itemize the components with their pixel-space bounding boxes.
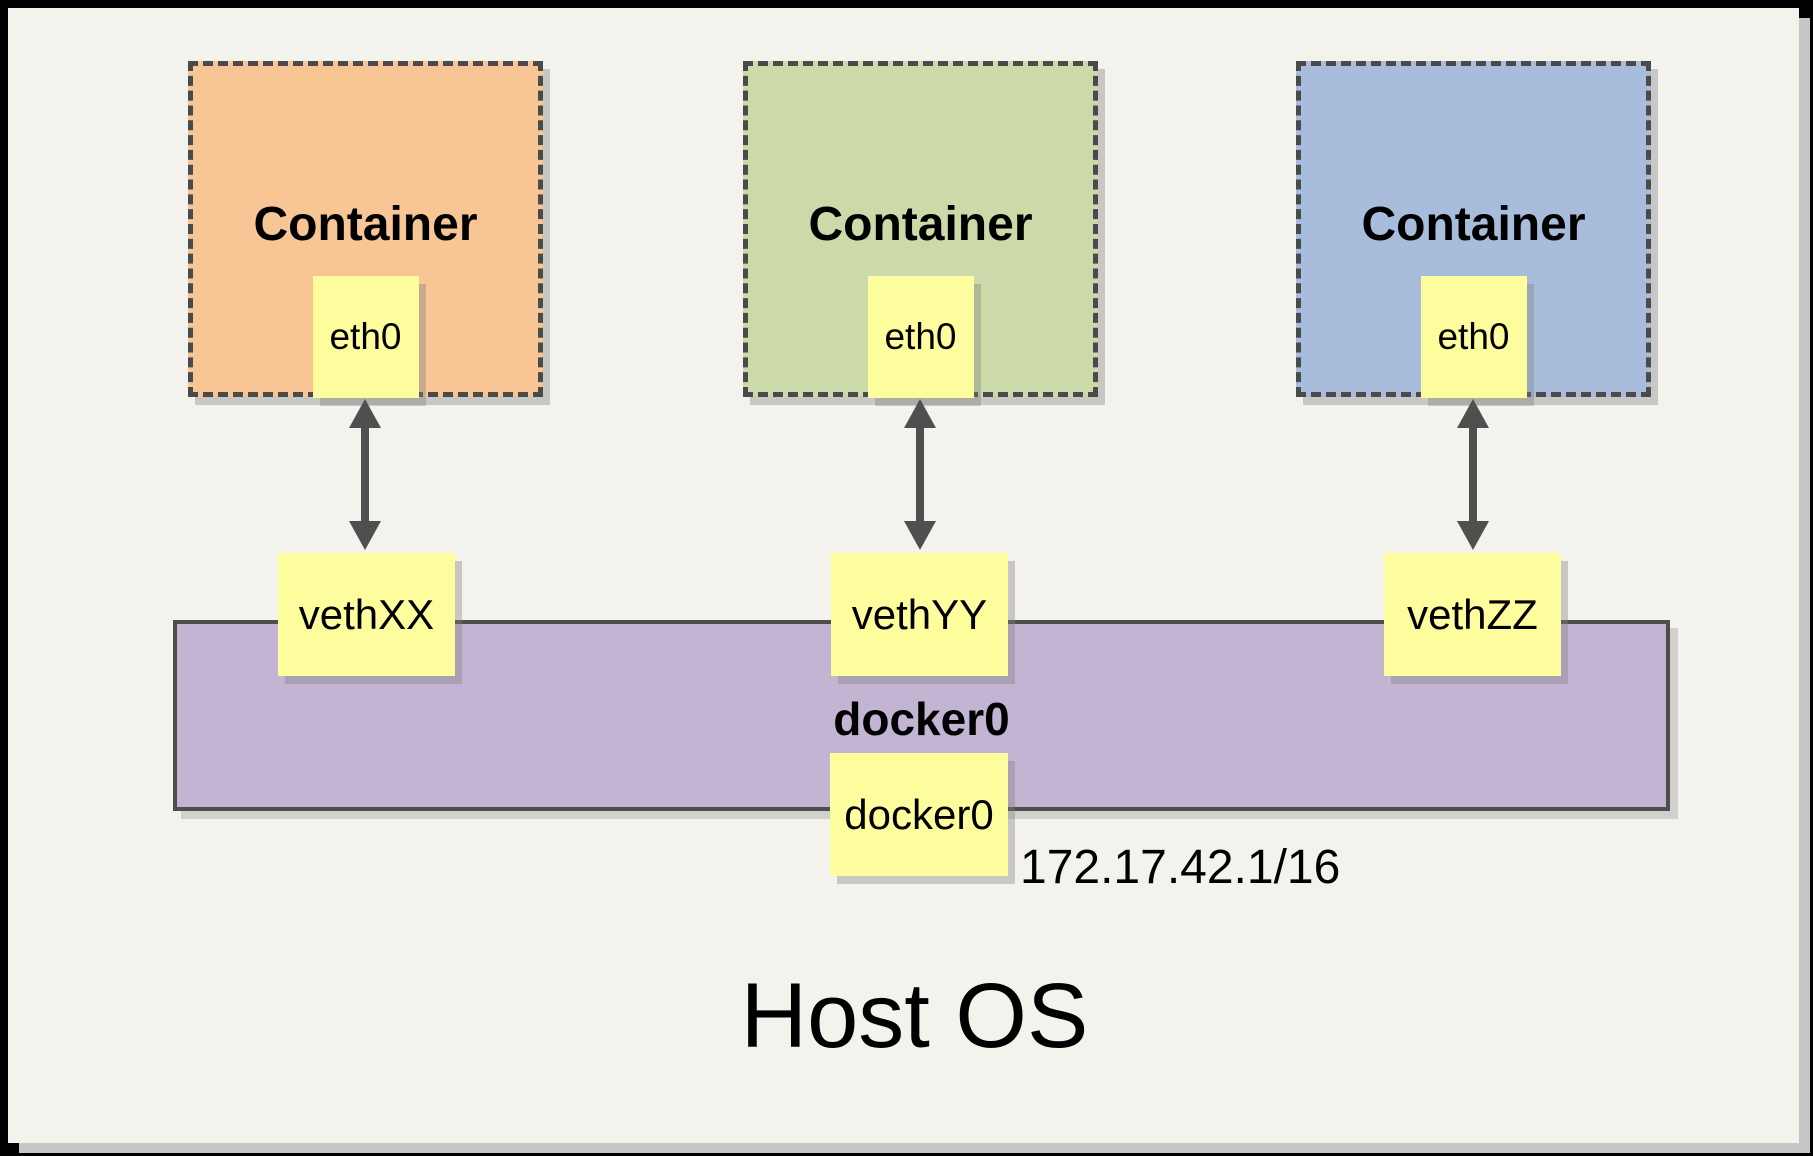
container-box-2: Container eth0	[743, 61, 1098, 398]
double-arrow-icon-1	[349, 399, 381, 550]
container-2-eth0-label: eth0	[884, 316, 957, 357]
container-2-eth0-box: eth0	[867, 276, 974, 398]
vethYY-box: vethYY	[831, 553, 1008, 676]
container-3-eth0-label: eth0	[1437, 316, 1510, 357]
host-os-label: Host OS	[740, 965, 1089, 1067]
vethXX-box: vethXX	[278, 553, 455, 676]
container-1-eth0-label: eth0	[329, 316, 402, 357]
docker0-interface-label: docker0	[844, 790, 994, 838]
container-box-3: Container eth0	[1296, 61, 1651, 398]
double-arrow-icon-2	[904, 399, 936, 550]
vethXX-label: vethXX	[298, 590, 435, 638]
container-1-label: Container	[253, 198, 478, 251]
container-1-eth0-box: eth0	[312, 276, 419, 398]
container-box-1: Container eth0	[188, 61, 543, 398]
docker0-interface-box: docker0	[830, 753, 1008, 876]
double-arrow-icon-3	[1457, 399, 1489, 550]
docker0-bridge-label: docker0	[833, 693, 1010, 745]
container-3-eth0-box: eth0	[1420, 276, 1527, 398]
container-2-label: Container	[808, 198, 1033, 251]
host-os-panel: Container eth0 Container eth0 Container …	[8, 8, 1799, 1143]
vethZZ-box: vethZZ	[1384, 553, 1561, 676]
container-3-label: Container	[1361, 198, 1586, 251]
vethZZ-label: vethZZ	[1407, 590, 1538, 638]
vethYY-label: vethYY	[851, 590, 988, 638]
bridge-ip-label: 172.17.42.1/16	[1020, 841, 1341, 894]
